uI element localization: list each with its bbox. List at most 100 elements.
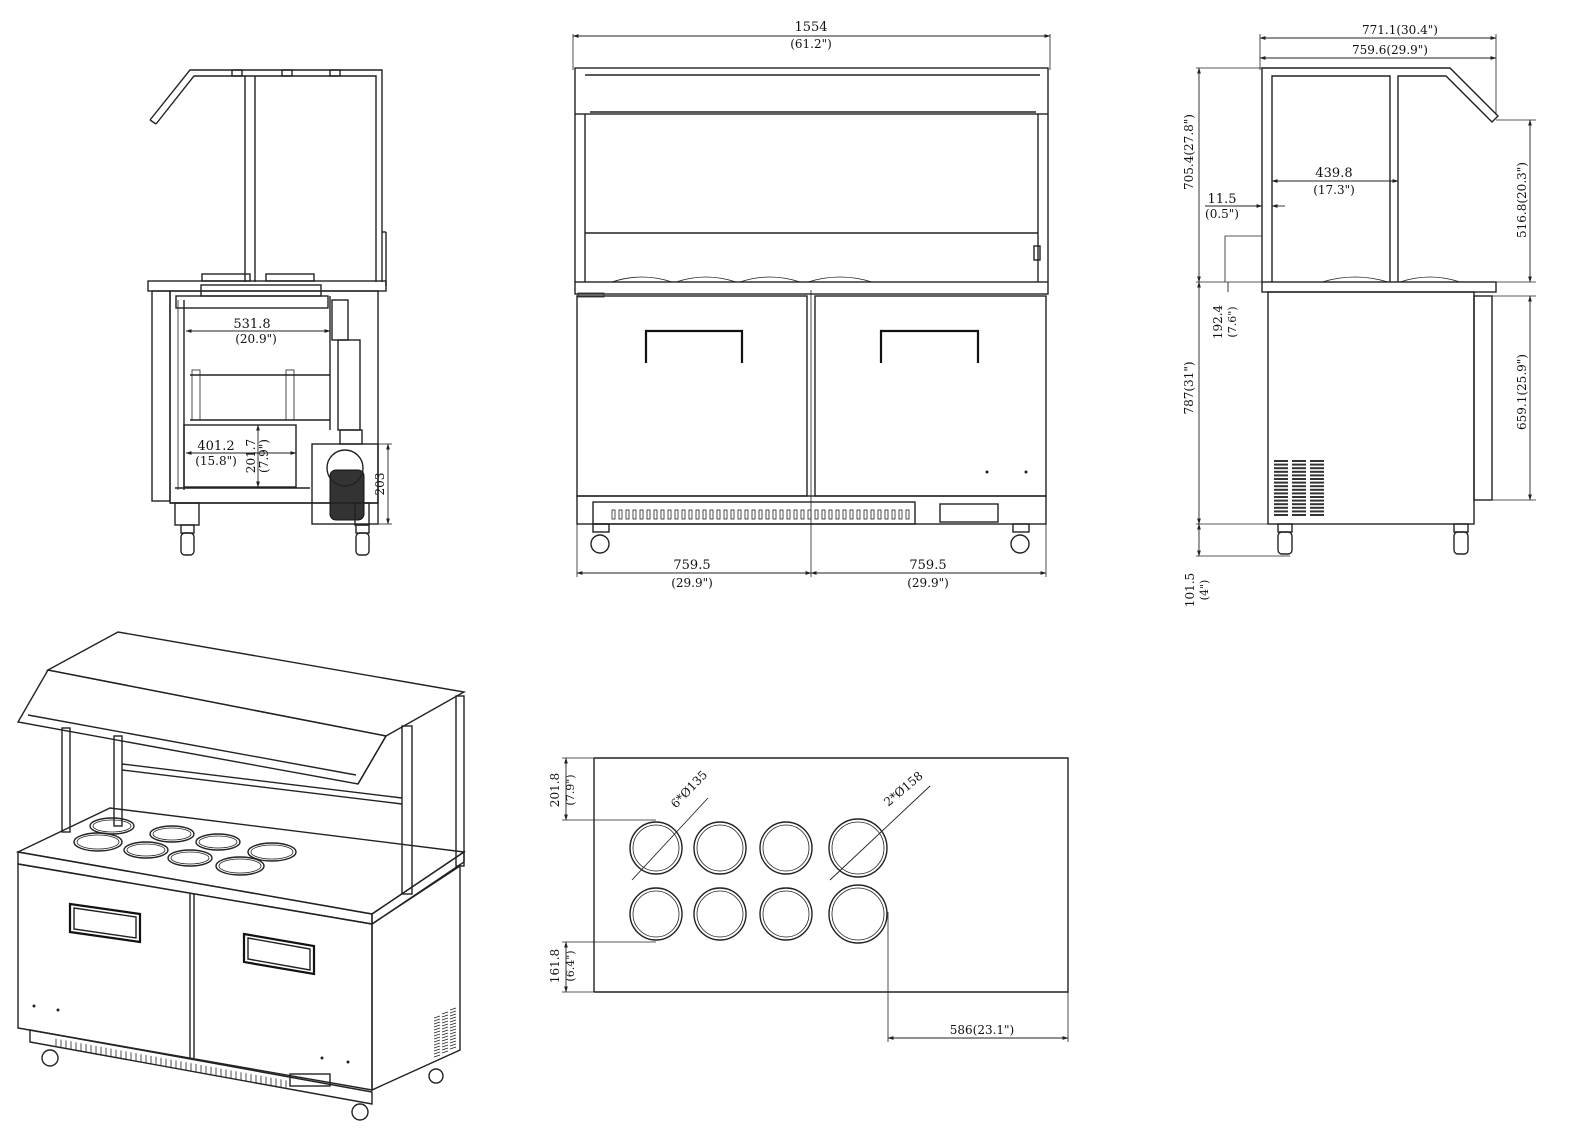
- vent-slot: [1292, 481, 1306, 484]
- pan-rim: [250, 844, 294, 860]
- dim-canopy-height: 705.4(27.8"): [1182, 114, 1196, 190]
- dim-bottom-margin-in: (6.4"): [564, 950, 577, 981]
- vent-slot: [433, 1039, 441, 1043]
- vent-slot: [449, 1010, 457, 1014]
- dim-shelf-width-in: (15.8"): [195, 454, 237, 468]
- vent-slot: [779, 509, 784, 520]
- vent-slot: [688, 509, 693, 520]
- vent-slot: [632, 509, 637, 520]
- vent-slot: [828, 509, 833, 520]
- vent-slot: [1292, 492, 1306, 495]
- vent-slot: [1292, 499, 1306, 502]
- vent-slot: [821, 509, 826, 520]
- vent-slot: [1292, 506, 1306, 509]
- dim-post-gap-in: (17.3"): [1313, 183, 1355, 197]
- iso-side-vents: [433, 1007, 457, 1058]
- dim-left-door: 759.5: [673, 558, 710, 573]
- pan-opening: [167, 849, 213, 867]
- vent-slot: [800, 509, 805, 520]
- pan-opening: [149, 825, 195, 843]
- vent-slot: [1274, 510, 1288, 513]
- vent-slot: [625, 509, 630, 520]
- pan-rim: [218, 858, 262, 874]
- vent-slot: [674, 509, 679, 520]
- vent-slot: [441, 1047, 449, 1051]
- vent-slot: [433, 1048, 441, 1052]
- pan-hole-rim: [632, 890, 680, 938]
- vent-slot: [905, 509, 910, 520]
- pan-hole: [693, 821, 747, 875]
- pan-hole: [759, 821, 813, 875]
- vent-slot: [667, 509, 672, 520]
- dim-right-door-in: (29.9"): [907, 576, 949, 590]
- vent-slot: [441, 1044, 449, 1048]
- vent-slot: [751, 509, 756, 520]
- pan-opening: [123, 841, 169, 859]
- vent-slot: [1310, 463, 1324, 466]
- dim-door-height: 659.1(25.9"): [1515, 354, 1529, 430]
- vent-slot: [449, 1037, 457, 1041]
- vent-slot: [807, 509, 812, 520]
- vent-slot: [1310, 478, 1324, 480]
- dim-caster-height-in: (4"): [1198, 580, 1211, 601]
- vent-slot: [441, 1023, 449, 1027]
- pan-opening: [247, 842, 297, 862]
- top-view: 201.8 (7.9") 161.8 (6.4") 6*Ø135 2*Ø158 …: [548, 757, 1069, 1042]
- vent-slot: [1310, 470, 1324, 473]
- pan-rim: [92, 819, 132, 833]
- dim-right-door: 759.5: [909, 558, 946, 573]
- vent-slot: [814, 509, 819, 520]
- vent-slot: [884, 509, 889, 520]
- vent-slot: [1292, 470, 1306, 473]
- label-large-holes: 2*Ø158: [881, 769, 926, 810]
- dim-caster-height: 101.5: [1183, 573, 1197, 607]
- vent-slot: [891, 509, 896, 520]
- vent-slot: [877, 509, 882, 520]
- dim-top-margin: 201.8: [548, 773, 562, 807]
- vent-slot: [1274, 474, 1288, 477]
- vent-slot: [1310, 510, 1324, 513]
- vent-slot: [1274, 496, 1288, 498]
- dim-rail-height-in: (7.6"): [1226, 306, 1239, 337]
- dim-cabinet-height: 787(31"): [1182, 361, 1196, 414]
- vent-slot: [1310, 506, 1324, 509]
- vent-slot: [716, 509, 721, 520]
- vent-slot: [1310, 481, 1324, 484]
- vent-slot: [765, 509, 770, 520]
- dim-lip: 11.5: [1208, 192, 1237, 207]
- vent-slot: [898, 509, 903, 520]
- vent-slot: [744, 509, 749, 520]
- vent-slot: [433, 1045, 441, 1049]
- side-section-view: 531.8 (20.9") 401.2 (15.8") 201.7 (7.9")…: [147, 69, 392, 556]
- vent-slot: [1310, 514, 1324, 516]
- label-small-holes: 6*Ø135: [668, 768, 710, 811]
- vent-slot: [1274, 506, 1288, 509]
- dim-total-width-in: (61.2"): [790, 37, 832, 51]
- vent-slot: [1274, 470, 1288, 473]
- vent-slot: [1274, 460, 1288, 462]
- vent-slot: [1310, 492, 1324, 495]
- pan-opening: [73, 832, 123, 852]
- vent-slot: [1310, 499, 1324, 502]
- vent-slot: [849, 509, 854, 520]
- vent-slot: [449, 1031, 457, 1035]
- vent-slot: [639, 509, 644, 520]
- pan-hole-rim: [632, 824, 680, 872]
- vent-slot: [1310, 474, 1324, 477]
- dim-post-gap: 439.8: [1315, 166, 1352, 181]
- vent-slot: [1292, 460, 1306, 462]
- dim-drawer-height: 201.7: [244, 439, 258, 473]
- pan-hole: [759, 887, 813, 941]
- vent-slot: [1274, 499, 1288, 502]
- vent-slot: [1274, 503, 1288, 506]
- vent-slot: [1292, 467, 1306, 470]
- vent-slot: [863, 509, 868, 520]
- vent-slot: [441, 1050, 449, 1054]
- vent-slot: [449, 1025, 457, 1029]
- vent-slot: [441, 1041, 449, 1045]
- vent-slot: [449, 1028, 457, 1032]
- vent-slot: [1274, 478, 1288, 480]
- vent-slot: [1292, 503, 1306, 506]
- vent-slot: [449, 1019, 457, 1023]
